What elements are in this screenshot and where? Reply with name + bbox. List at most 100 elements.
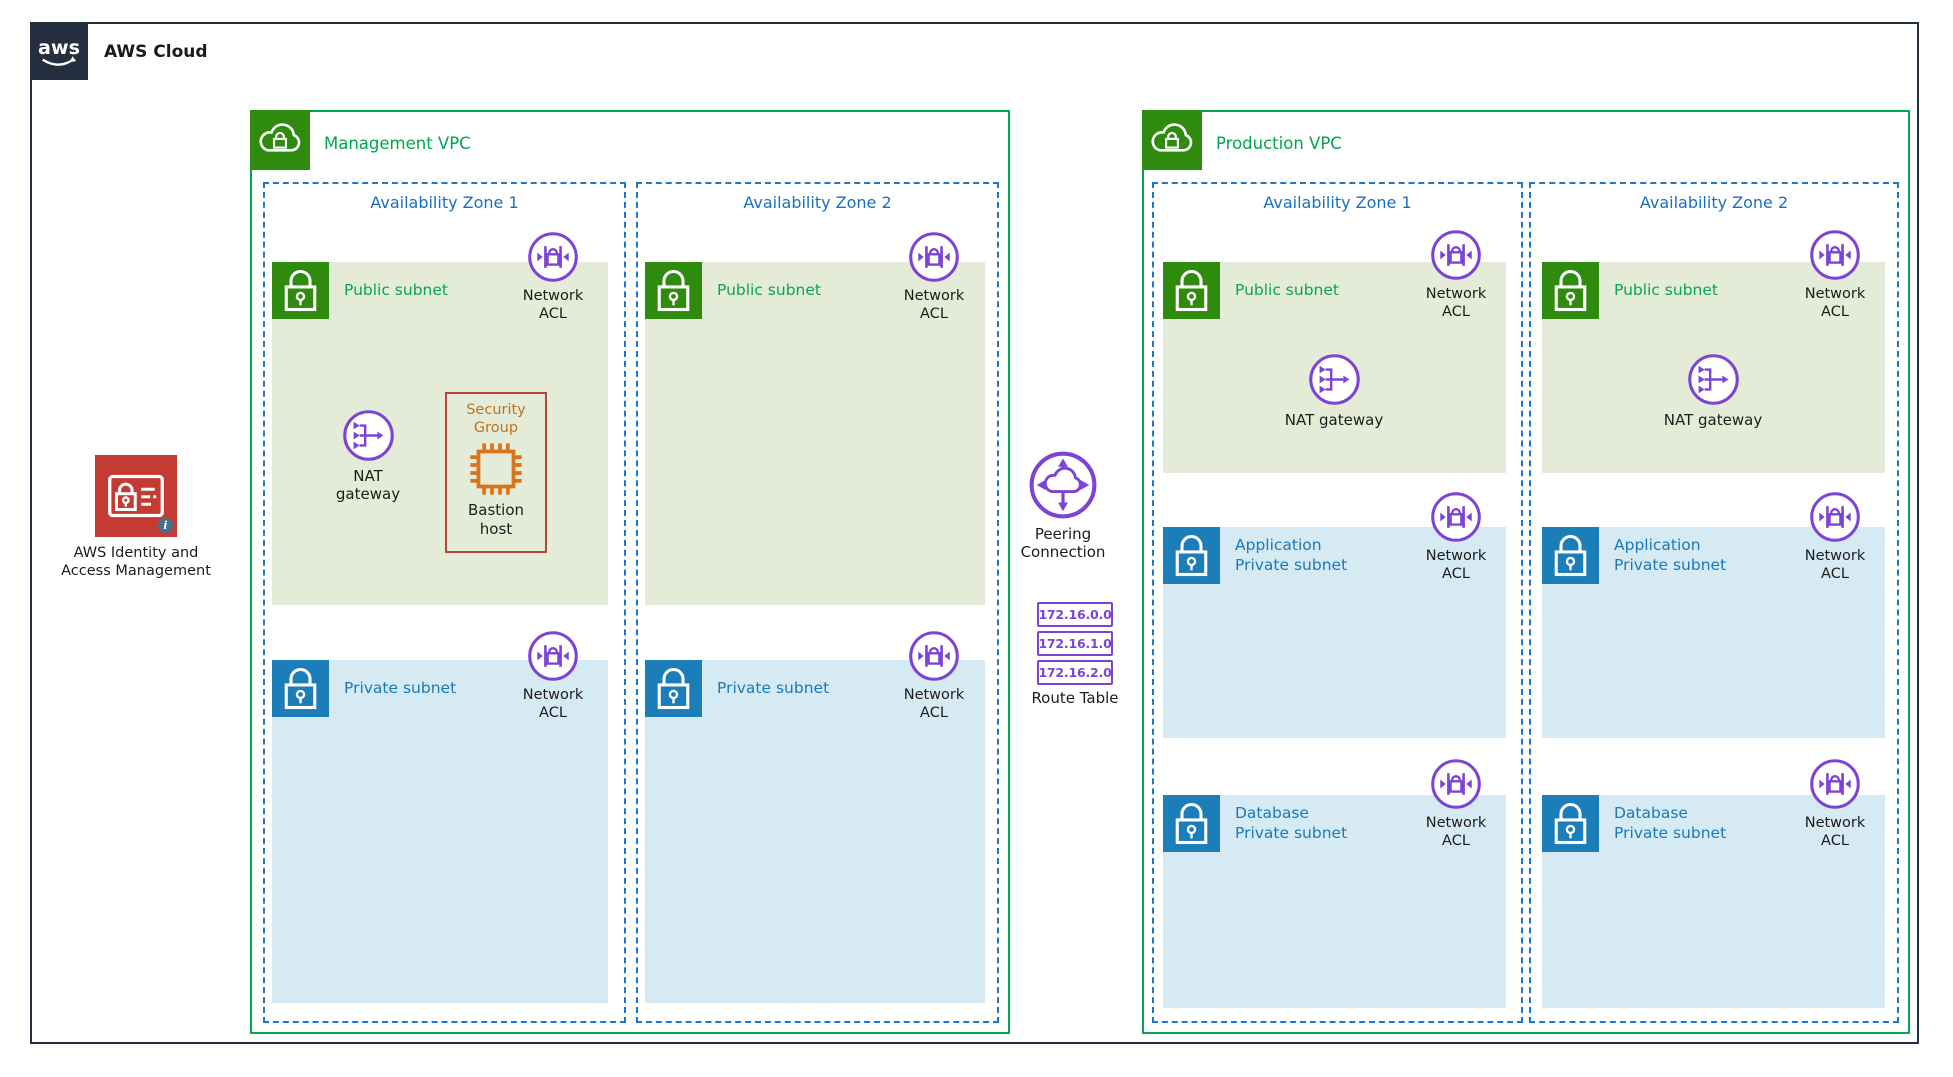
database-subnet-label: Database Private subnet [1235,804,1347,843]
public-subnet-label: Public subnet [344,280,448,299]
nat-label-line2: gateway [335,485,401,504]
mgmt-availability-zone-2: Availability Zone 2 [636,182,999,1023]
prod-availability-zone-2: Availability Zone 2 [1529,182,1899,1023]
prod-az1-nat-gateway: NAT gateway [1264,353,1404,429]
network-acl-label-line1: Network [1804,286,1866,302]
app-label-line2: Private subnet [1235,555,1348,574]
app-label-line2: Private subnet [1614,555,1727,574]
db-label-line2: Private subnet [1235,823,1348,842]
public-subnet-label: Public subnet [717,280,821,299]
security-group-title: Security Group [466,401,526,437]
info-icon: i [158,518,173,533]
network-acl-label-line1: Network [903,687,965,703]
private-subnet-label: Private subnet [344,678,457,697]
nat-gateway-label: NAT gateway [1284,411,1384,429]
network-acl-label-line1: Network [1425,548,1487,564]
bastion-host-label: Bastion host [468,501,524,538]
database-subnet-label: Database Private subnet [1614,804,1726,843]
public-subnet-label: Public subnet [1235,280,1339,299]
network-acl-label-line2: ACL [1821,832,1849,849]
mgmt-az2-public-subnet: Public subnet [645,262,985,605]
network-acl-icon [1430,758,1482,810]
private-subnet-icon [1163,795,1220,852]
production-vpc: Production VPC [1142,110,1910,1034]
lock-icon [1542,527,1599,584]
network-acl-label-line2: ACL [539,305,567,322]
prod-az1-application-subnet: Application Private subnet [1163,527,1506,738]
peering-label-line2: Connection [1020,543,1106,562]
network-acl-icon [1430,491,1482,543]
peering-connection-icon [1028,450,1098,520]
lock-icon [272,660,329,717]
lock-icon [272,262,329,319]
network-acl-label-line1: Network [1425,286,1487,302]
network-acl-icon [527,630,579,682]
network-acl-label-line2: ACL [920,305,948,322]
mgmt-az2-private-subnet: Private subnet [645,660,985,1003]
prod-az1-database-subnet: Database Private subnet [1163,795,1506,1008]
cloud-lock-icon [1146,114,1198,166]
iam-icon: i [95,455,177,537]
route-entry: 172.16.0.0 [1037,602,1113,627]
lock-icon [1163,795,1220,852]
private-subnet-icon [1542,795,1599,852]
network-acl-label-line2: ACL [1442,832,1470,849]
network-acl-label-line2: ACL [1442,303,1470,320]
prod-az1-title: Availability Zone 1 [1263,193,1412,212]
network-acl-label-line2: ACL [1821,565,1849,582]
application-subnet-label: Application Private subnet [1614,536,1726,575]
network-acl-icon [1809,758,1861,810]
iam-label-line1: AWS Identity and [73,545,199,561]
lock-icon [1542,262,1599,319]
route-table-group: 172.16.0.0 172.16.1.0 172.16.2.0 Route T… [1015,602,1135,707]
mgmt-availability-zone-1: Availability Zone 1 [263,182,626,1023]
network-acl-label-line1: Network [903,288,965,304]
lock-icon [645,660,702,717]
route-table-label: Route Table [1031,689,1119,707]
public-subnet-icon [645,262,702,319]
network-acl-label-line1: Network [522,687,584,703]
app-label-line1: Application [1614,536,1701,555]
peering-connection: Peering Connection [1003,450,1123,562]
network-acl-label-line2: ACL [1442,565,1470,582]
mgmt-az1-title: Availability Zone 1 [370,193,519,212]
public-subnet-icon [1542,262,1599,319]
aws-cloud-group [30,22,1919,1044]
network-acl-icon [1809,229,1861,281]
nat-gateway-label: NAT gateway [1663,411,1763,429]
private-subnet-icon [272,660,329,717]
aws-logo [30,22,88,80]
mgmt-nat-gateway: NAT gateway [308,409,428,504]
aws-logo-icon [31,28,87,74]
private-subnet-icon [645,660,702,717]
nat-label-line1: NAT [353,467,383,485]
private-subnet-label: Private subnet [717,678,830,697]
application-subnet-label: Application Private subnet [1235,536,1347,575]
vpc-icon [250,110,310,170]
network-acl-icon [527,231,579,283]
mgmt-az2-title: Availability Zone 2 [743,193,892,212]
network-acl-label-line1: Network [1804,548,1866,564]
public-subnet-icon [272,262,329,319]
app-label-line1: Application [1235,536,1322,555]
bastion-host-icon [466,439,526,499]
network-acl-label-line2: ACL [920,704,948,721]
bastion-label-line1: Bastion [467,501,525,520]
private-subnet-icon [1163,527,1220,584]
network-acl-label-line1: Network [522,288,584,304]
lock-icon [645,262,702,319]
cloud-lock-icon [254,114,306,166]
private-subnet-icon [1542,527,1599,584]
network-acl-label-line2: ACL [539,704,567,721]
network-acl-icon [1430,229,1482,281]
vpc-icon [1142,110,1202,170]
nat-gateway-icon [1308,353,1361,406]
